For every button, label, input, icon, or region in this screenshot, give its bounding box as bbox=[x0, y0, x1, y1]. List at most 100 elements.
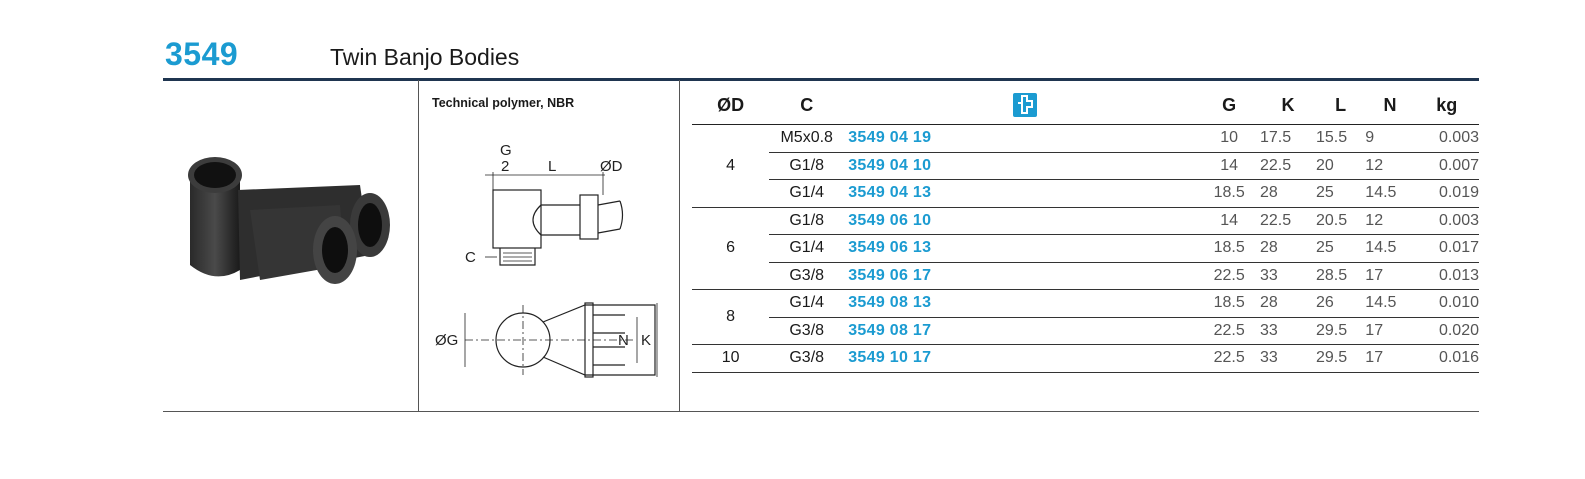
cell-k: 22.5 bbox=[1255, 207, 1316, 235]
material-label: Technical polymer, NBR bbox=[432, 96, 575, 110]
technical-drawing: G 2 L ØD C ØG N K bbox=[435, 142, 658, 378]
cell-l: 20 bbox=[1315, 152, 1366, 180]
cell-l: 20.5 bbox=[1315, 207, 1366, 235]
cell-reference[interactable]: 3549 04 19 bbox=[844, 124, 1203, 153]
cell-g: 18.5 bbox=[1202, 289, 1256, 318]
cell-c: G1/4 bbox=[769, 179, 845, 208]
cell-reference[interactable]: 3549 04 13 bbox=[844, 179, 1203, 208]
cell-g: 10 bbox=[1202, 124, 1256, 153]
cell-g: 18.5 bbox=[1202, 234, 1256, 263]
product-title: Twin Banjo Bodies bbox=[330, 44, 520, 70]
cell-c: G1/4 bbox=[769, 234, 845, 263]
cell-k: 17.5 bbox=[1255, 124, 1316, 153]
cell-l: 28.5 bbox=[1315, 262, 1366, 290]
drawing-label-og: ØG bbox=[435, 332, 458, 349]
cell-k: 28 bbox=[1255, 289, 1316, 318]
cell-l: 26 bbox=[1315, 289, 1366, 318]
cell-n: 14.5 bbox=[1365, 289, 1415, 318]
cell-kg: 0.020 bbox=[1414, 317, 1479, 345]
cell-k: 22.5 bbox=[1255, 152, 1316, 180]
cell-c: G1/4 bbox=[769, 289, 845, 318]
reference-icon bbox=[1013, 93, 1038, 117]
cell-n: 14.5 bbox=[1365, 179, 1415, 208]
footer-rule bbox=[163, 411, 1479, 412]
cell-g: 22.5 bbox=[1202, 344, 1256, 373]
cell-l: 15.5 bbox=[1315, 124, 1366, 153]
cell-kg: 0.017 bbox=[1414, 234, 1479, 263]
header-rule bbox=[163, 78, 1479, 81]
cell-n: 12 bbox=[1365, 152, 1415, 180]
column-divider-1 bbox=[418, 80, 419, 412]
cell-kg: 0.003 bbox=[1414, 207, 1479, 235]
cell-reference[interactable]: 3549 08 13 bbox=[844, 289, 1203, 318]
cell-n: 17 bbox=[1365, 317, 1415, 345]
cell-kg: 0.010 bbox=[1414, 289, 1479, 318]
column-divider-2 bbox=[679, 80, 680, 412]
cell-reference[interactable]: 3549 06 17 bbox=[844, 262, 1203, 290]
cell-n: 9 bbox=[1365, 124, 1415, 153]
cell-k: 33 bbox=[1255, 317, 1316, 345]
cell-l: 29.5 bbox=[1315, 317, 1366, 345]
product-code: 3549 bbox=[165, 36, 239, 72]
table-header-row: ØD C G K L N kg bbox=[692, 86, 1479, 125]
cell-c: G3/8 bbox=[769, 344, 845, 373]
header-c: C bbox=[769, 86, 845, 125]
cell-g: 22.5 bbox=[1202, 262, 1256, 290]
cell-reference[interactable]: 3549 04 10 bbox=[844, 152, 1203, 180]
cell-kg: 0.019 bbox=[1414, 179, 1479, 208]
cell-c: G1/8 bbox=[769, 152, 845, 180]
drawing-label-c: C bbox=[465, 249, 476, 266]
header-od: ØD bbox=[692, 86, 770, 125]
cell-c: M5x0.8 bbox=[769, 124, 845, 153]
drawing-label-l: L bbox=[548, 158, 556, 175]
cell-k: 33 bbox=[1255, 344, 1316, 373]
cell-k: 28 bbox=[1255, 179, 1316, 208]
header-k: K bbox=[1255, 86, 1316, 125]
cell-n: 17 bbox=[1365, 262, 1415, 290]
header-kg: kg bbox=[1414, 86, 1479, 125]
cell-l: 29.5 bbox=[1315, 344, 1366, 373]
drawing-label-g-bottom: 2 bbox=[501, 158, 509, 175]
cell-n: 14.5 bbox=[1365, 234, 1415, 263]
drawing-label-g-top: G bbox=[500, 142, 512, 159]
cell-g: 18.5 bbox=[1202, 179, 1256, 208]
cell-kg: 0.007 bbox=[1414, 152, 1479, 180]
cell-kg: 0.003 bbox=[1414, 124, 1479, 153]
cell-od: 10 bbox=[692, 344, 770, 373]
cell-c: G3/8 bbox=[769, 317, 845, 345]
cell-k: 33 bbox=[1255, 262, 1316, 290]
cell-kg: 0.016 bbox=[1414, 344, 1479, 373]
header-l: L bbox=[1315, 86, 1366, 125]
cell-reference[interactable]: 3549 10 17 bbox=[844, 344, 1203, 373]
product-photo bbox=[188, 157, 390, 284]
drawing-label-n: N bbox=[618, 332, 629, 349]
cell-g: 14 bbox=[1202, 207, 1256, 235]
cell-reference[interactable]: 3549 08 17 bbox=[844, 317, 1203, 345]
header-g: G bbox=[1202, 86, 1256, 125]
cell-l: 25 bbox=[1315, 179, 1366, 208]
cell-kg: 0.013 bbox=[1414, 262, 1479, 290]
cell-n: 17 bbox=[1365, 344, 1415, 373]
cell-od: 6 bbox=[692, 207, 770, 290]
cell-c: G3/8 bbox=[769, 262, 845, 290]
cell-od: 4 bbox=[692, 124, 770, 208]
cell-reference[interactable]: 3549 06 13 bbox=[844, 234, 1203, 263]
cell-g: 14 bbox=[1202, 152, 1256, 180]
drawing-label-k: K bbox=[641, 332, 651, 349]
header-n: N bbox=[1365, 86, 1415, 125]
cell-n: 12 bbox=[1365, 207, 1415, 235]
cell-reference[interactable]: 3549 06 10 bbox=[844, 207, 1203, 235]
cell-od: 8 bbox=[692, 289, 770, 345]
cell-k: 28 bbox=[1255, 234, 1316, 263]
cell-l: 25 bbox=[1315, 234, 1366, 263]
